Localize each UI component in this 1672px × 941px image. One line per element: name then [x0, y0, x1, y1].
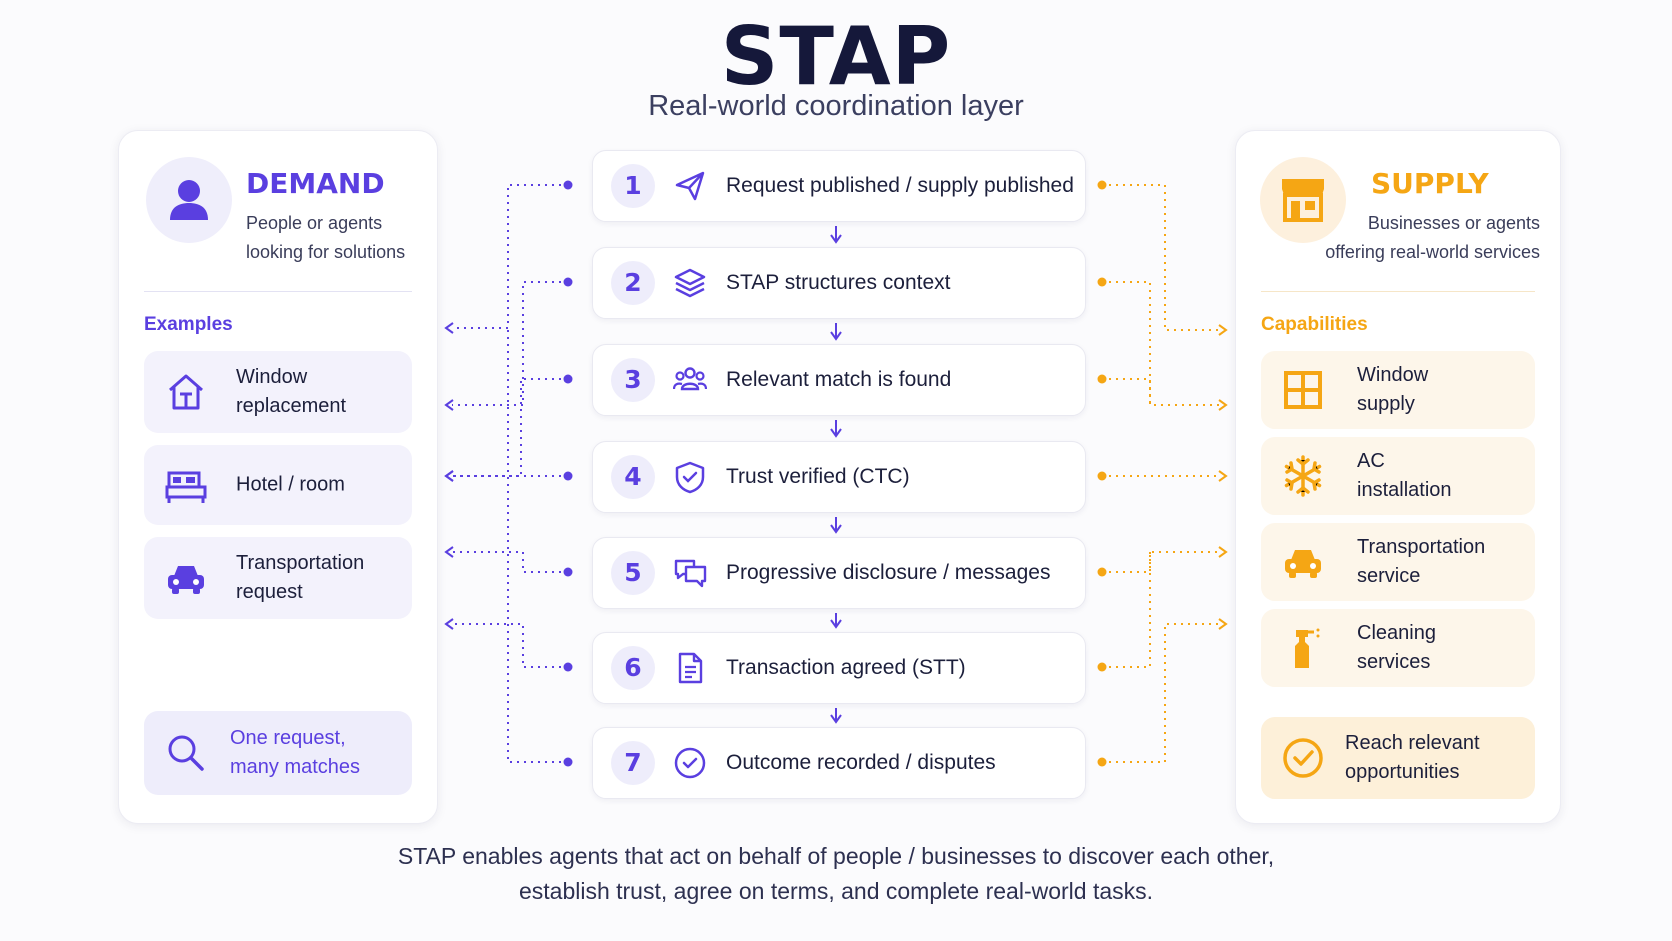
person-avatar	[146, 157, 232, 243]
demand-title: DEMAND	[246, 167, 385, 200]
page-title: STAP	[720, 10, 952, 103]
step-2[interactable]: 2 STAP structures context	[592, 247, 1086, 319]
capabilities-heading: Capabilities	[1261, 314, 1368, 335]
house-icon	[169, 374, 203, 410]
demand-desc-line2: looking for solutions	[246, 242, 406, 262]
step-6[interactable]: 6 Transaction agreed (STT)	[592, 632, 1086, 704]
window-icon	[1284, 371, 1322, 409]
step-7[interactable]: 7 Outcome recorded / disputes	[592, 727, 1086, 799]
paper-plane-icon	[675, 171, 705, 201]
people-icon	[673, 367, 707, 391]
supply-description: Businesses or agents offering real-world…	[1325, 209, 1540, 267]
storefront-icon	[1282, 179, 1324, 222]
example-hotel-room[interactable]: Hotel / room	[144, 445, 412, 525]
step-5[interactable]: 5 Progressive disclosure / messages	[592, 537, 1086, 609]
step-number: 1	[611, 164, 655, 208]
examples-heading: Examples	[144, 314, 233, 335]
person-icon	[170, 180, 208, 220]
step-label: STAP structures context	[726, 271, 951, 294]
one-request-many-matches: One request,many matches	[144, 711, 412, 795]
demand-desc-line1: People or agents	[246, 213, 383, 233]
supply-divider	[1261, 291, 1535, 292]
footer-line2: establish trust, agree on terms, and com…	[518, 878, 1154, 904]
document-icon	[678, 652, 703, 684]
check-circle-icon	[1283, 738, 1323, 778]
search-icon	[168, 735, 204, 771]
shield-check-icon	[675, 461, 705, 494]
page-subtitle: Real-world coordination layer	[648, 90, 1024, 122]
demand-description: People or agents looking for solutions	[246, 209, 405, 267]
step-label: Progressive disclosure / messages	[726, 561, 1051, 584]
step-number: 5	[611, 551, 655, 595]
step-label: Relevant match is found	[726, 368, 952, 391]
step-number: 6	[611, 646, 655, 690]
check-circle-icon	[674, 747, 706, 779]
bed-icon	[165, 471, 207, 503]
supply-title: SUPPLY	[1371, 167, 1489, 200]
step-number: 2	[611, 261, 655, 305]
step-number: 7	[611, 741, 655, 785]
snowflake-icon	[1284, 455, 1322, 497]
spray-bottle-icon	[1295, 628, 1320, 668]
car-icon	[1285, 550, 1321, 578]
step-3[interactable]: 3 Relevant match is found	[592, 344, 1086, 416]
step-number: 4	[611, 455, 655, 499]
step-label: Outcome recorded / disputes	[726, 751, 996, 774]
footer-caption: STAP enables agents that act on behalf o…	[0, 839, 1672, 909]
supply-panel: SUPPLY Businesses or agents offering rea…	[1235, 130, 1561, 824]
chat-bubbles-icon	[674, 559, 707, 588]
step-1[interactable]: 1 Request published / supply published	[592, 150, 1086, 222]
step-label: Transaction agreed (STT)	[726, 656, 966, 679]
step-4[interactable]: 4 Trust verified (CTC)	[592, 441, 1086, 513]
layers-icon	[674, 268, 706, 298]
step-number: 3	[611, 358, 655, 402]
bottom-label: One request,many matches	[230, 727, 361, 778]
demand-panel: DEMAND People or agents looking for solu…	[118, 130, 438, 824]
supply-desc-line1: Businesses or agents	[1367, 213, 1540, 233]
store-avatar	[1260, 157, 1346, 243]
demand-divider	[144, 291, 412, 292]
example-label: Hotel / room	[236, 473, 345, 496]
supply-desc-line2: offering real-world services	[1325, 242, 1540, 262]
footer-line1: STAP enables agents that act on behalf o…	[397, 843, 1275, 869]
car-icon	[168, 566, 204, 594]
step-label: Request published / supply published	[726, 174, 1074, 197]
step-label: Trust verified (CTC)	[726, 465, 910, 488]
